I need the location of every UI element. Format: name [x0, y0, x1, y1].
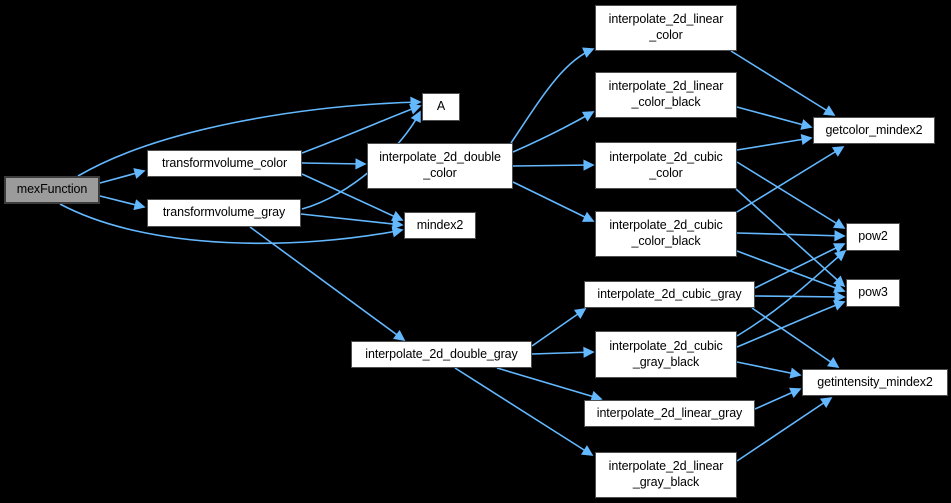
graph-node-label: _color_black: [631, 95, 701, 109]
graph-node-iccb[interactable]: interpolate_2d_cubic_color_black: [595, 211, 737, 257]
graph-node-label: getcolor_mindex2: [825, 122, 923, 137]
graph-node-label: interpolate_2d_linear: [608, 12, 724, 27]
graph-node-label: interpolate_2d_cubic: [609, 149, 723, 164]
graph-node-pow2[interactable]: pow2: [846, 223, 900, 251]
graph-node-ilg[interactable]: interpolate_2d_linear_gray: [584, 400, 755, 427]
edge-ilgb-to-gim: [736, 397, 833, 462]
edge-icg-to-gim: [751, 307, 840, 368]
graph-node-label: _color: [649, 165, 683, 180]
graph-node-icc[interactable]: interpolate_2d_cubic_color: [595, 142, 737, 189]
graph-node-label: interpolate_2d_cubic: [609, 218, 723, 233]
edge-icc-to-gcm: [736, 133, 813, 151]
edge-icg-to-pow2: [754, 243, 846, 289]
graph-node-label: mindex2: [416, 217, 464, 232]
graph-node-mindex2[interactable]: mindex2: [404, 212, 476, 239]
edge-mex-to-A: [77, 96, 422, 177]
edge-idg-to-ilg: [496, 367, 603, 402]
edge-iccb-to-gcm: [736, 146, 845, 213]
edge-idg-to-icg: [531, 308, 587, 347]
graph-node-pow3[interactable]: pow3: [846, 279, 900, 307]
edge-tvc-to-A: [301, 103, 422, 154]
graph-node-label: transformvolume_color: [161, 155, 288, 170]
graph-node-icg[interactable]: interpolate_2d_cubic_gray: [584, 281, 755, 308]
graph-node-tvc[interactable]: transformvolume_color: [147, 150, 302, 177]
edge-idc-to-ilcb: [512, 111, 595, 153]
graph-node-label: getintensity_mindex2: [817, 374, 933, 389]
edge-ilg-to-gim: [754, 387, 802, 410]
edge-tvc-to-mindex2: [301, 173, 404, 222]
graph-node-label: _color: [649, 28, 683, 42]
edge-mex-to-mindex2: [59, 203, 404, 245]
edge-ilc-to-gcm: [730, 50, 836, 116]
graph-node-ilc[interactable]: interpolate_2d_linear_color: [595, 5, 737, 51]
edge-tvc-to-idc: [301, 158, 367, 170]
edge-idc-to-ilc: [510, 47, 595, 144]
graph-node-label: mexFunction: [16, 182, 88, 197]
graph-node-gcm[interactable]: getcolor_mindex2: [813, 117, 935, 144]
edge-icgb-to-gim: [736, 361, 802, 379]
edge-idc-to-iccb: [512, 181, 595, 222]
graph-node-label: interpolate_2d_cubic: [609, 338, 723, 353]
graph-node-label: _gray_black: [632, 354, 700, 369]
graph-node-label: transformvolume_gray: [162, 205, 286, 220]
graph-node-label: interpolate_2d_linear: [608, 459, 724, 474]
edge-idg-to-icgb: [531, 346, 595, 358]
graph-node-label: _color_black: [631, 234, 701, 248]
graph-node-label: interpolate_2d_double_gray: [365, 346, 518, 361]
edge-icg-to-pow3: [754, 291, 846, 303]
graph-node-label: interpolate_2d_linear_gray: [596, 405, 743, 420]
graph-node-ilcb[interactable]: interpolate_2d_linear_color_black: [595, 72, 737, 118]
graph-node-label: A: [436, 99, 446, 114]
edge-iccb-to-pow2: [736, 230, 846, 242]
graph-node-mex: mexFunction: [4, 176, 100, 204]
graph-node-idg[interactable]: interpolate_2d_double_gray: [351, 341, 532, 368]
edge-idc-to-icc: [512, 159, 595, 171]
edge-idg-to-ilgb: [454, 367, 594, 456]
graph-node-icgb[interactable]: interpolate_2d_cubic_gray_black: [595, 331, 737, 378]
edge-icc-to-pow3: [735, 188, 846, 288]
graph-node-label: pow2: [858, 229, 888, 244]
edge-icgb-to-pow2: [736, 249, 847, 337]
edge-mex-to-tvc: [99, 168, 146, 184]
edge-icgb-to-pow3: [736, 300, 846, 348]
graph-node-label: pow3: [858, 285, 888, 300]
edge-icc-to-pow2: [736, 161, 846, 229]
graph-node-label: interpolate_2d_double: [379, 150, 501, 165]
graph-node-idc[interactable]: interpolate_2d_double_color: [367, 143, 513, 189]
graph-node-label: _gray_black: [632, 475, 700, 489]
graph-node-label: interpolate_2d_cubic_gray: [597, 286, 742, 301]
graph-node-tvg[interactable]: transformvolume_gray: [147, 199, 301, 227]
graph-node-label: interpolate_2d_linear: [608, 79, 724, 94]
graph-node-A[interactable]: A: [422, 93, 460, 121]
graph-node-label: _color: [423, 166, 457, 180]
graph-node-ilgb[interactable]: interpolate_2d_linear_gray_black: [595, 452, 737, 498]
edge-tvg-to-idg: [249, 226, 406, 341]
edge-mex-to-tvg: [99, 195, 146, 211]
edge-ilcb-to-gcm: [736, 106, 813, 130]
graph-node-gim[interactable]: getintensity_mindex2: [802, 369, 948, 396]
edge-tvg-to-mindex2: [300, 213, 404, 230]
